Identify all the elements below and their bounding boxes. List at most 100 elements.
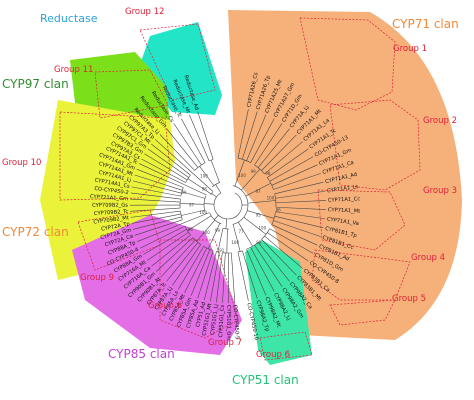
tree-branch xyxy=(160,239,196,277)
group-6-label: Group 6 xyxy=(148,301,182,311)
tree-branch xyxy=(204,251,217,301)
group-2-label: Group 2 xyxy=(423,116,457,126)
tree-branch xyxy=(243,216,267,235)
tree-branch xyxy=(172,244,201,286)
tree-branch xyxy=(131,186,181,197)
leaf-label: CYP709B2_Tc xyxy=(94,209,129,217)
tree-branch xyxy=(264,235,303,269)
tree-branch xyxy=(187,178,212,195)
tree-branch xyxy=(237,222,253,247)
tree-branch-arc xyxy=(232,185,249,225)
bootstrap-value: 98 xyxy=(202,186,208,191)
leaf-label: CYP51G1_Mt xyxy=(202,303,214,336)
tree-branch xyxy=(261,134,297,171)
group-3-label: Group 3 xyxy=(423,186,457,196)
leaf-label: CYP51G1_Gm xyxy=(225,305,231,340)
tree-branch-arc xyxy=(210,191,213,196)
tree-branch xyxy=(257,242,290,282)
group-11-label: Group 11 xyxy=(54,65,93,75)
group-1-label: Group 1 xyxy=(393,44,427,54)
bootstrap-value: 100 xyxy=(199,210,207,215)
bootstrap-value: 97 xyxy=(189,202,195,207)
tree-branch xyxy=(199,166,215,186)
tree-branch xyxy=(264,141,303,175)
bootstrap-value: 98 xyxy=(265,171,271,176)
bootstrap-value: 99 xyxy=(256,240,262,245)
cyp72-clan-label: CYP72 clan xyxy=(2,225,69,239)
leaf-label: CYP71A1_Ls xyxy=(327,184,359,194)
tree-branch xyxy=(237,251,249,301)
tree-branch xyxy=(275,200,326,204)
tree-branch xyxy=(184,184,207,196)
tree-branch-arc xyxy=(211,182,220,188)
tree-branch-arc xyxy=(261,228,271,240)
tree-branch xyxy=(132,180,182,194)
bootstrap-value: 86 xyxy=(276,207,282,212)
tree-branch xyxy=(271,224,318,246)
tree-branch xyxy=(189,114,210,161)
tree-branch xyxy=(257,128,290,168)
tree-branch xyxy=(181,118,206,163)
tree-branch-arc xyxy=(216,251,220,253)
cyp85-clan-region xyxy=(72,215,242,355)
tree-branch xyxy=(214,215,219,220)
tree-branch xyxy=(254,123,283,166)
leaf-label: CYP71A1_Va xyxy=(327,217,360,227)
tree-branch xyxy=(242,111,258,160)
bootstrap-value: 100 xyxy=(200,174,208,179)
bootstrap-value: 99 xyxy=(181,190,187,195)
bootstrap-value: 99 xyxy=(251,169,257,174)
bootstrap-value: 100 xyxy=(231,240,239,245)
tree-branch xyxy=(166,128,199,168)
tree-branch xyxy=(134,174,183,191)
tree-branch xyxy=(226,228,228,253)
tree-branch xyxy=(197,111,214,160)
tree-branch xyxy=(180,203,205,205)
cyp97-clan-label: CYP97 clan xyxy=(2,77,69,91)
tree-branch xyxy=(275,206,326,210)
tree-branch xyxy=(231,252,236,303)
tree-branch xyxy=(139,163,185,185)
tree-branch xyxy=(225,218,228,229)
bootstrap-value: 95 xyxy=(256,213,262,218)
tree-branch xyxy=(269,156,314,182)
tree-branch xyxy=(133,216,182,230)
tree-branch xyxy=(190,249,211,296)
tree-branch-arc xyxy=(209,213,222,225)
leaf-label: CYP709B2_Mt xyxy=(93,215,129,225)
tree-branch xyxy=(273,173,321,190)
tree-branch xyxy=(130,207,181,212)
tree-branch xyxy=(232,224,241,252)
bootstrap-value: 96 xyxy=(188,227,194,232)
group-12-label: Group 12 xyxy=(125,7,164,17)
tree-branch xyxy=(151,234,191,267)
tree-branch xyxy=(181,209,205,216)
tree-branch xyxy=(246,249,267,296)
group-6-right-label: Group 6 xyxy=(256,350,290,360)
bootstrap-value: 100 xyxy=(238,173,246,178)
tree-branch xyxy=(250,247,275,292)
tree-branch xyxy=(215,184,222,194)
tree-branch xyxy=(134,219,183,236)
tree-branch xyxy=(245,183,271,197)
tree-branch xyxy=(187,215,212,231)
bootstrap-value: 100 xyxy=(267,196,275,201)
tree-branch xyxy=(217,228,224,252)
tree-branch xyxy=(242,250,258,299)
tree-branch xyxy=(131,213,181,224)
leaf-label: CYP709B2_Gs xyxy=(92,203,128,209)
bootstrap-value: 77 xyxy=(239,229,245,234)
reductase-label: Reductase xyxy=(40,12,98,25)
tree-branch xyxy=(241,168,261,191)
tree-branch xyxy=(159,134,195,171)
tree-branch xyxy=(136,168,184,188)
bootstrap-value: 99 xyxy=(215,228,221,233)
cyp51-clan-label: CYP51 clan xyxy=(232,373,299,387)
tree-branch xyxy=(211,193,217,198)
cyp71-clan-label: CYP71 clan xyxy=(392,17,459,31)
tree-branch xyxy=(275,211,326,220)
tree-branch xyxy=(247,200,276,204)
tree-branch xyxy=(222,252,226,303)
